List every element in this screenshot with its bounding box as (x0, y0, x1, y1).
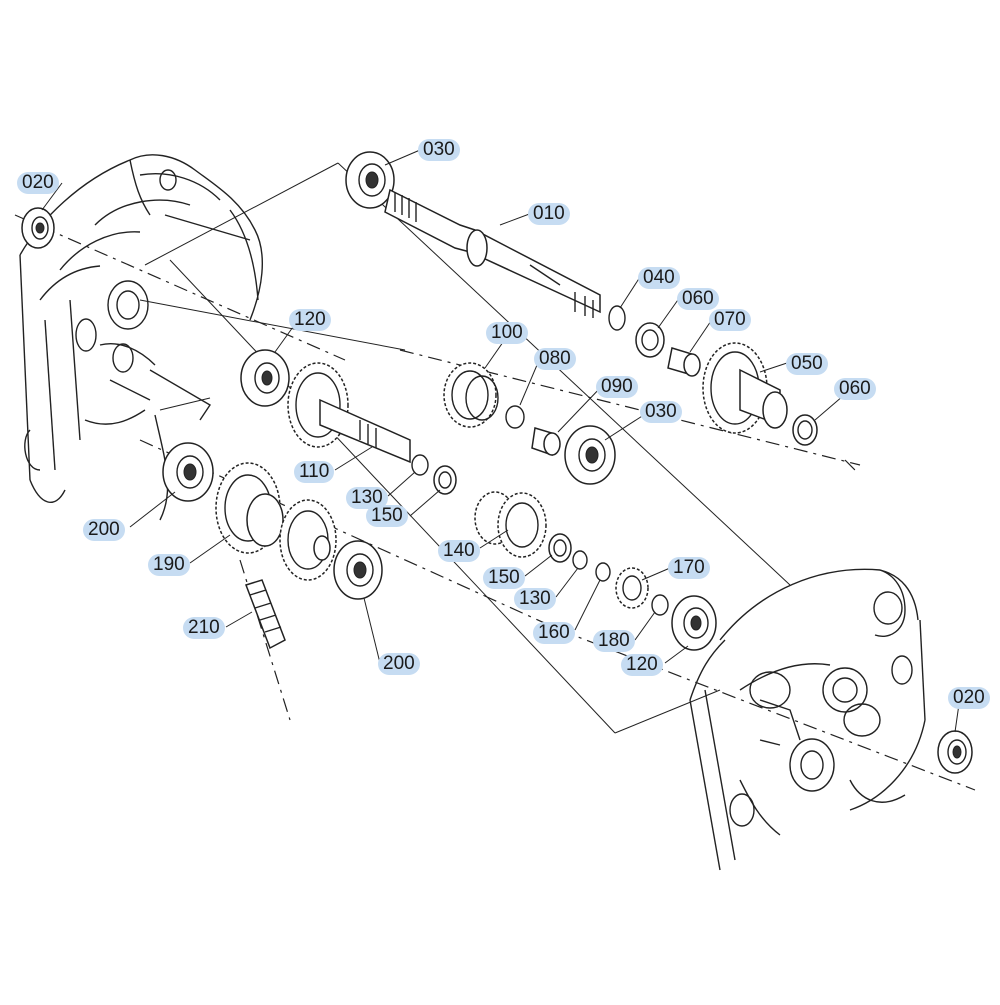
needle-bearing-150-lower (548, 533, 572, 563)
part-label-050[interactable]: 050 (786, 353, 828, 375)
part-label-070[interactable]: 070 (709, 309, 751, 331)
part-label-120-right[interactable]: 120 (621, 654, 663, 676)
part-label-190[interactable]: 190 (148, 554, 190, 576)
part-label-030-top[interactable]: 030 (418, 139, 460, 161)
left-housing (19, 154, 264, 521)
part-label-180[interactable]: 180 (593, 630, 635, 652)
gear-140 (474, 491, 547, 558)
washer-080 (505, 405, 525, 429)
part-label-150-upper[interactable]: 150 (366, 505, 408, 527)
part-label-200-bottom[interactable]: 200 (378, 653, 420, 675)
bearing-200-middle (333, 540, 383, 600)
seal-020-left (21, 207, 55, 249)
part-label-060-right[interactable]: 060 (834, 378, 876, 400)
part-label-010[interactable]: 010 (528, 203, 570, 225)
shaft-gear-110 (287, 362, 411, 464)
bearing-030-top (345, 151, 395, 209)
part-label-030-middle[interactable]: 030 (640, 401, 682, 423)
circlip-130-lower (572, 550, 588, 570)
part-label-150-lower[interactable]: 150 (483, 567, 525, 589)
circlip-040 (608, 305, 626, 331)
part-label-120-left[interactable]: 120 (289, 309, 331, 331)
part-label-090[interactable]: 090 (596, 376, 638, 398)
needle-bearing-060-right (792, 414, 818, 446)
needle-bearing-150-upper (433, 465, 457, 495)
needle-bearing-060-top (635, 322, 665, 358)
gear-100 (443, 362, 499, 428)
bearing-120-right (671, 595, 717, 651)
gear-170 (615, 567, 649, 609)
bearing-120-left (240, 349, 290, 407)
part-label-200-left[interactable]: 200 (83, 519, 125, 541)
chain-210 (245, 579, 286, 650)
circlip-130-upper (411, 454, 429, 476)
part-label-140[interactable]: 140 (438, 540, 480, 562)
part-label-160[interactable]: 160 (533, 622, 575, 644)
washer-180 (651, 594, 669, 616)
part-label-020-left[interactable]: 020 (17, 172, 59, 194)
part-label-060-top[interactable]: 060 (677, 288, 719, 310)
main-shaft-010 (384, 188, 601, 318)
assembly-lines (139, 162, 791, 734)
bearing-200-left (162, 442, 214, 502)
bearing-030-middle (564, 425, 616, 485)
right-housing (689, 568, 926, 871)
circlip-160 (595, 562, 611, 582)
part-label-130-lower[interactable]: 130 (514, 588, 556, 610)
leader-lines (41, 149, 961, 733)
part-label-040[interactable]: 040 (638, 267, 680, 289)
part-label-020-right[interactable]: 020 (948, 687, 990, 709)
collar-090 (531, 427, 561, 457)
part-label-100[interactable]: 100 (486, 322, 528, 344)
sprocket-gear-190 (215, 462, 337, 581)
part-label-210[interactable]: 210 (183, 617, 225, 639)
part-label-080[interactable]: 080 (534, 348, 576, 370)
collar-070 (667, 347, 701, 377)
part-label-110[interactable]: 110 (294, 461, 335, 483)
seal-020-right (937, 730, 973, 774)
gear-050 (702, 342, 788, 434)
part-label-130-upper[interactable]: 130 (346, 487, 388, 509)
part-label-170[interactable]: 170 (668, 557, 710, 579)
